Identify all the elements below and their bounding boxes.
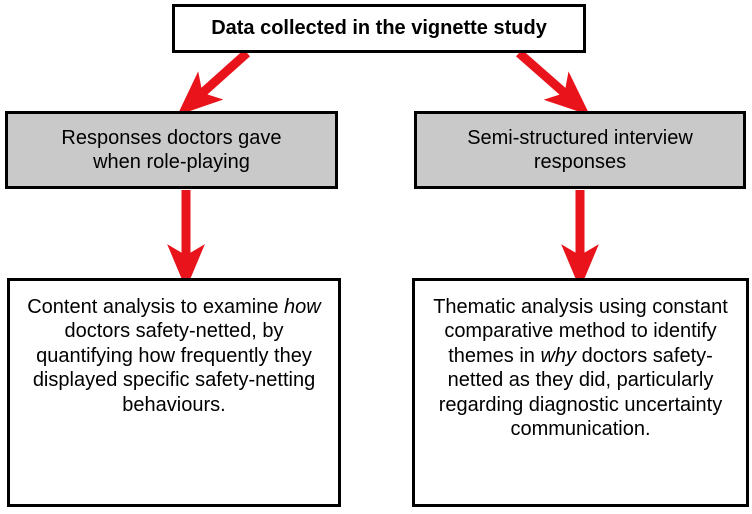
node-data-source: Data collected in the vignette study xyxy=(172,4,586,53)
node-interview-responses-label: Semi-structured interview responses xyxy=(417,126,743,175)
node-interview-responses: Semi-structured interview responses xyxy=(414,111,746,189)
node-content-analysis-emphasis: how xyxy=(284,296,321,318)
node-thematic-analysis-label: Thematic analysis using constant compara… xyxy=(415,281,746,441)
node-thematic-analysis-text-part-2: doctors safety-netted as they did, parti… xyxy=(438,344,723,440)
node-thematic-analysis-text-part-1: Thematic analysis using constant compara… xyxy=(433,296,728,367)
arrow-source-to-roleplay xyxy=(177,49,251,116)
node-interview-responses-line-1: Semi-structured interview xyxy=(467,126,693,149)
node-roleplay-responses: Responses doctors gave when role-playing xyxy=(5,111,338,189)
node-interview-responses-line-2: responses xyxy=(533,151,627,173)
node-content-analysis: Content analysis to examine how doctors … xyxy=(7,278,341,507)
node-thematic-analysis: Thematic analysis using constant compara… xyxy=(412,278,749,507)
node-data-source-label: Data collected in the vignette study xyxy=(211,17,547,40)
node-content-analysis-text-part-2: doctors safety-netted, by quantifying ho… xyxy=(32,320,316,416)
node-roleplay-responses-label: Responses doctors gave when role-playing xyxy=(8,126,335,175)
arrow-source-to-interview xyxy=(516,49,590,116)
node-roleplay-responses-line-1: Responses doctors gave xyxy=(61,126,282,149)
node-content-analysis-text-part-1: Content analysis to examine xyxy=(27,296,285,318)
node-roleplay-responses-line-2: when role-playing xyxy=(93,151,250,173)
node-thematic-analysis-emphasis: why xyxy=(540,344,577,367)
node-content-analysis-label: Content analysis to examine how doctors … xyxy=(10,281,338,417)
